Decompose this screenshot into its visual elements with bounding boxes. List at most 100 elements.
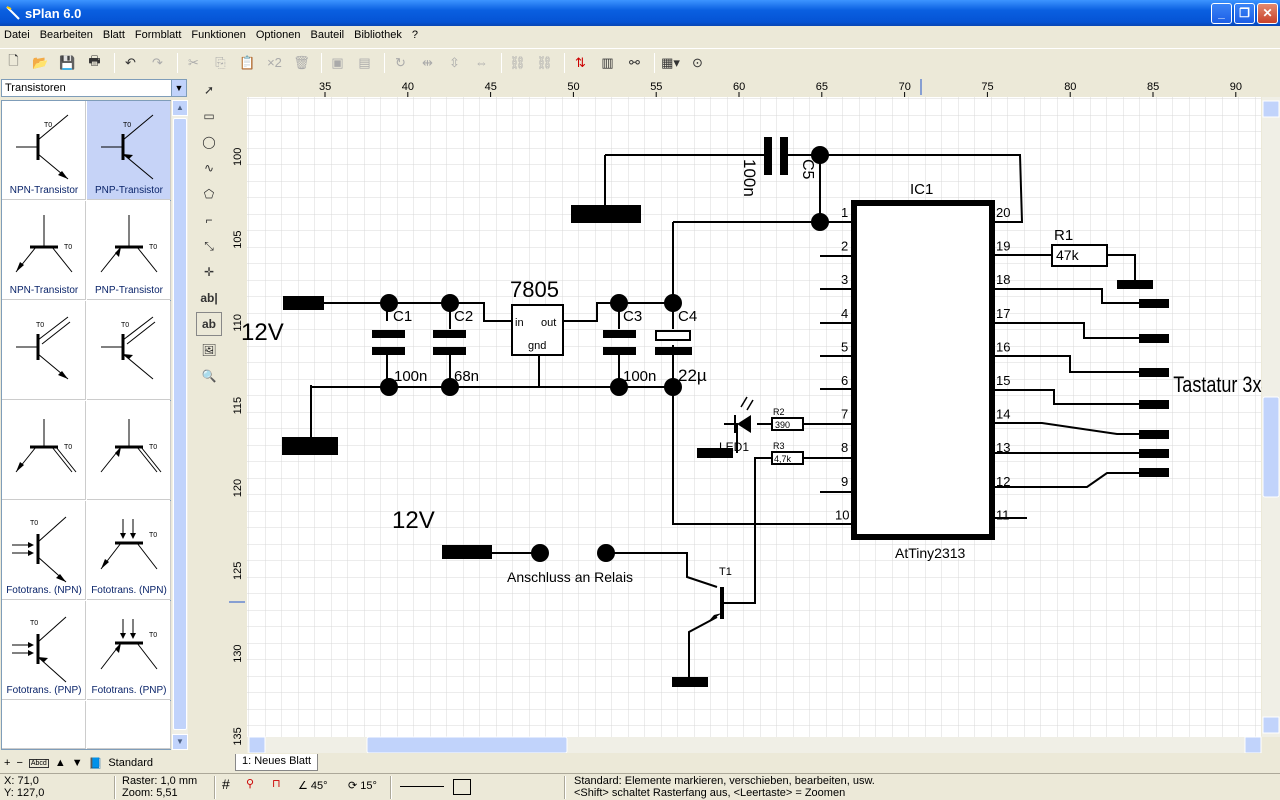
library-scrollbar[interactable]: ▲ ▼ [172, 100, 188, 750]
find-binoculars-icon[interactable]: ⚯ [629, 54, 640, 70]
regulator-name: 7805 [510, 277, 559, 302]
part-pnp-transistor-2[interactable]: T0 PNP-Transistor [87, 201, 171, 300]
send-back-icon[interactable]: ▤ [358, 54, 371, 70]
image-icon[interactable]: 🖼 [201, 343, 217, 357]
select-arrow-icon[interactable]: ➚ [203, 83, 215, 97]
close-button[interactable]: ✕ [1257, 3, 1278, 24]
part-transistor-variant[interactable]: T0 [2, 301, 86, 400]
line-icon[interactable]: ⌐ [205, 213, 213, 227]
toolbar-separator [654, 52, 655, 73]
print-icon[interactable]: 🖶 [88, 52, 101, 68]
ic1-pin-left: 1 [841, 205, 848, 220]
curve-icon[interactable]: ∿ [203, 161, 215, 175]
ellipse-icon[interactable]: ◯ [202, 135, 216, 149]
junction-icon[interactable]: ✛ [203, 265, 215, 279]
menu-bauteil[interactable]: Bauteil [310, 29, 345, 41]
part-fototrans-npn-2[interactable]: T0 Fototrans. (NPN) [87, 501, 171, 600]
menu-blatt[interactable]: Blatt [102, 29, 125, 41]
library-select[interactable]: Transistoren ▼ [1, 79, 187, 97]
phototransistor-npn-icon: T0 [12, 516, 67, 583]
junctions [380, 146, 829, 562]
part-npn-transistor-2[interactable]: T0 NPN-Transistor [2, 201, 86, 300]
save-icon[interactable]: 💾 [59, 54, 76, 70]
part-transistor-variant-3[interactable]: T0 [2, 401, 86, 500]
vin-label: 12V [241, 319, 284, 346]
scroll-up-icon[interactable]: ▲ [172, 100, 188, 116]
part-pnp-transistor[interactable]: T0 PNP-Transistor [87, 101, 171, 200]
restore-button[interactable]: ❐ [1234, 3, 1255, 24]
copy-icon[interactable]: ⎘ [215, 54, 226, 70]
group-icon[interactable]: ⛓ [509, 54, 526, 70]
part-fototrans-npn[interactable]: T0 Fototrans. (NPN) [2, 501, 86, 600]
menu-help[interactable]: ? [411, 29, 418, 41]
part-npn-transistor[interactable]: T0 NPN-Transistor [2, 101, 86, 200]
fill-preview[interactable] [453, 779, 471, 795]
chevron-down-icon[interactable]: ▼ [171, 80, 186, 96]
menu-funktionen[interactable]: Funktionen [191, 29, 246, 41]
part-transistor-variant-4[interactable]: T0 [87, 401, 171, 500]
tab-sheet-1[interactable]: 1: Neues Blatt [235, 754, 319, 771]
menu-bibliothek[interactable]: Bibliothek [354, 29, 402, 41]
ic1-body[interactable] [851, 200, 995, 540]
menu-optionen[interactable]: Optionen [255, 29, 301, 41]
duplicate-icon[interactable]: ×2 [267, 55, 282, 70]
paste-icon[interactable]: 📋 [239, 54, 256, 70]
part-label: NPN-Transistor [9, 185, 79, 196]
snap-icon[interactable]: ⚲ [246, 778, 255, 790]
pnp-transistor-icon: T0 [100, 215, 158, 273]
cut-icon[interactable]: ✂ [188, 54, 199, 70]
zoom-icon[interactable]: 🔍 [201, 369, 217, 383]
rotate-15-toggle[interactable]: ⟳ 15° [348, 780, 377, 792]
delete-icon[interactable]: 🗑 [293, 54, 310, 70]
regulator-7805[interactable] [511, 304, 564, 356]
menu-bearbeiten[interactable]: Bearbeiten [39, 29, 93, 41]
part-fototrans-pnp[interactable]: T0 Fototrans. (PNP) [2, 601, 86, 700]
canvas-vscroll-thumb[interactable] [1262, 396, 1280, 498]
redo-icon[interactable]: ↷ [152, 54, 163, 70]
reg-out: out [541, 317, 556, 329]
line-width-preview[interactable] [400, 786, 444, 787]
textbox-icon[interactable]: ab [196, 312, 222, 336]
netlist-icon[interactable]: ⇅ [575, 54, 586, 70]
r1-body[interactable] [1051, 244, 1108, 267]
parts-list-icon[interactable]: ▥ [601, 54, 614, 70]
grid-dropdown-icon[interactable]: ▦▾ [661, 54, 680, 70]
scroll-thumb[interactable] [173, 118, 187, 730]
ruler-h-label: 45 [485, 81, 497, 93]
part-label: Fototrans. (PNP) [6, 685, 82, 696]
remove-page-icon[interactable]: − [16, 757, 23, 769]
rotate-icon[interactable]: ↻ [395, 54, 406, 70]
abc-page-icon[interactable]: Abcd [28, 758, 49, 768]
bring-front-icon[interactable]: ▣ [331, 54, 344, 70]
page-up-icon[interactable]: ▲ [54, 757, 66, 769]
menu-datei[interactable]: Datei [4, 29, 30, 41]
ungroup-icon[interactable]: ⛓ [536, 54, 553, 70]
grid-icon[interactable]: # [222, 776, 230, 792]
bezier-icon[interactable]: ⤡ [204, 238, 214, 253]
page-down-icon[interactable]: ▼ [71, 757, 83, 769]
c2-label: C2 [454, 308, 473, 325]
part-fototrans-pnp-2[interactable]: T0 Fototrans. (PNP) [87, 601, 171, 700]
polygon-icon[interactable]: ⬠ [203, 187, 215, 201]
mirror-v-icon[interactable]: ⇳ [449, 54, 460, 70]
align-icon[interactable]: ⇔ [475, 55, 488, 70]
ic1-pin-right: 19 [996, 239, 1010, 254]
add-page-icon[interactable]: + [4, 757, 11, 769]
canvas-hscroll-thumb[interactable] [366, 736, 568, 754]
undo-icon[interactable]: ↶ [125, 54, 136, 70]
minimize-button[interactable]: _ [1211, 3, 1232, 24]
text-icon[interactable]: ab| [200, 291, 218, 305]
scroll-down-icon[interactable]: ▼ [172, 734, 188, 750]
angle-45-toggle[interactable]: ∠ 45° [298, 780, 328, 792]
mirror-h-icon[interactable]: ⇹ [422, 54, 433, 70]
zoom-fit-icon[interactable]: ⊙ [692, 54, 703, 70]
new-file-icon[interactable]: 🗋 [8, 52, 19, 68]
ic1-pin-right: 17 [996, 306, 1010, 321]
menu-formblatt[interactable]: Formblatt [134, 29, 182, 41]
rectangle-icon[interactable]: ▭ [203, 109, 215, 123]
part-transistor-variant-2[interactable]: T0 [87, 301, 171, 400]
magnet-icon[interactable]: ⊓ [272, 778, 281, 790]
open-folder-icon[interactable]: 📂 [32, 54, 49, 70]
